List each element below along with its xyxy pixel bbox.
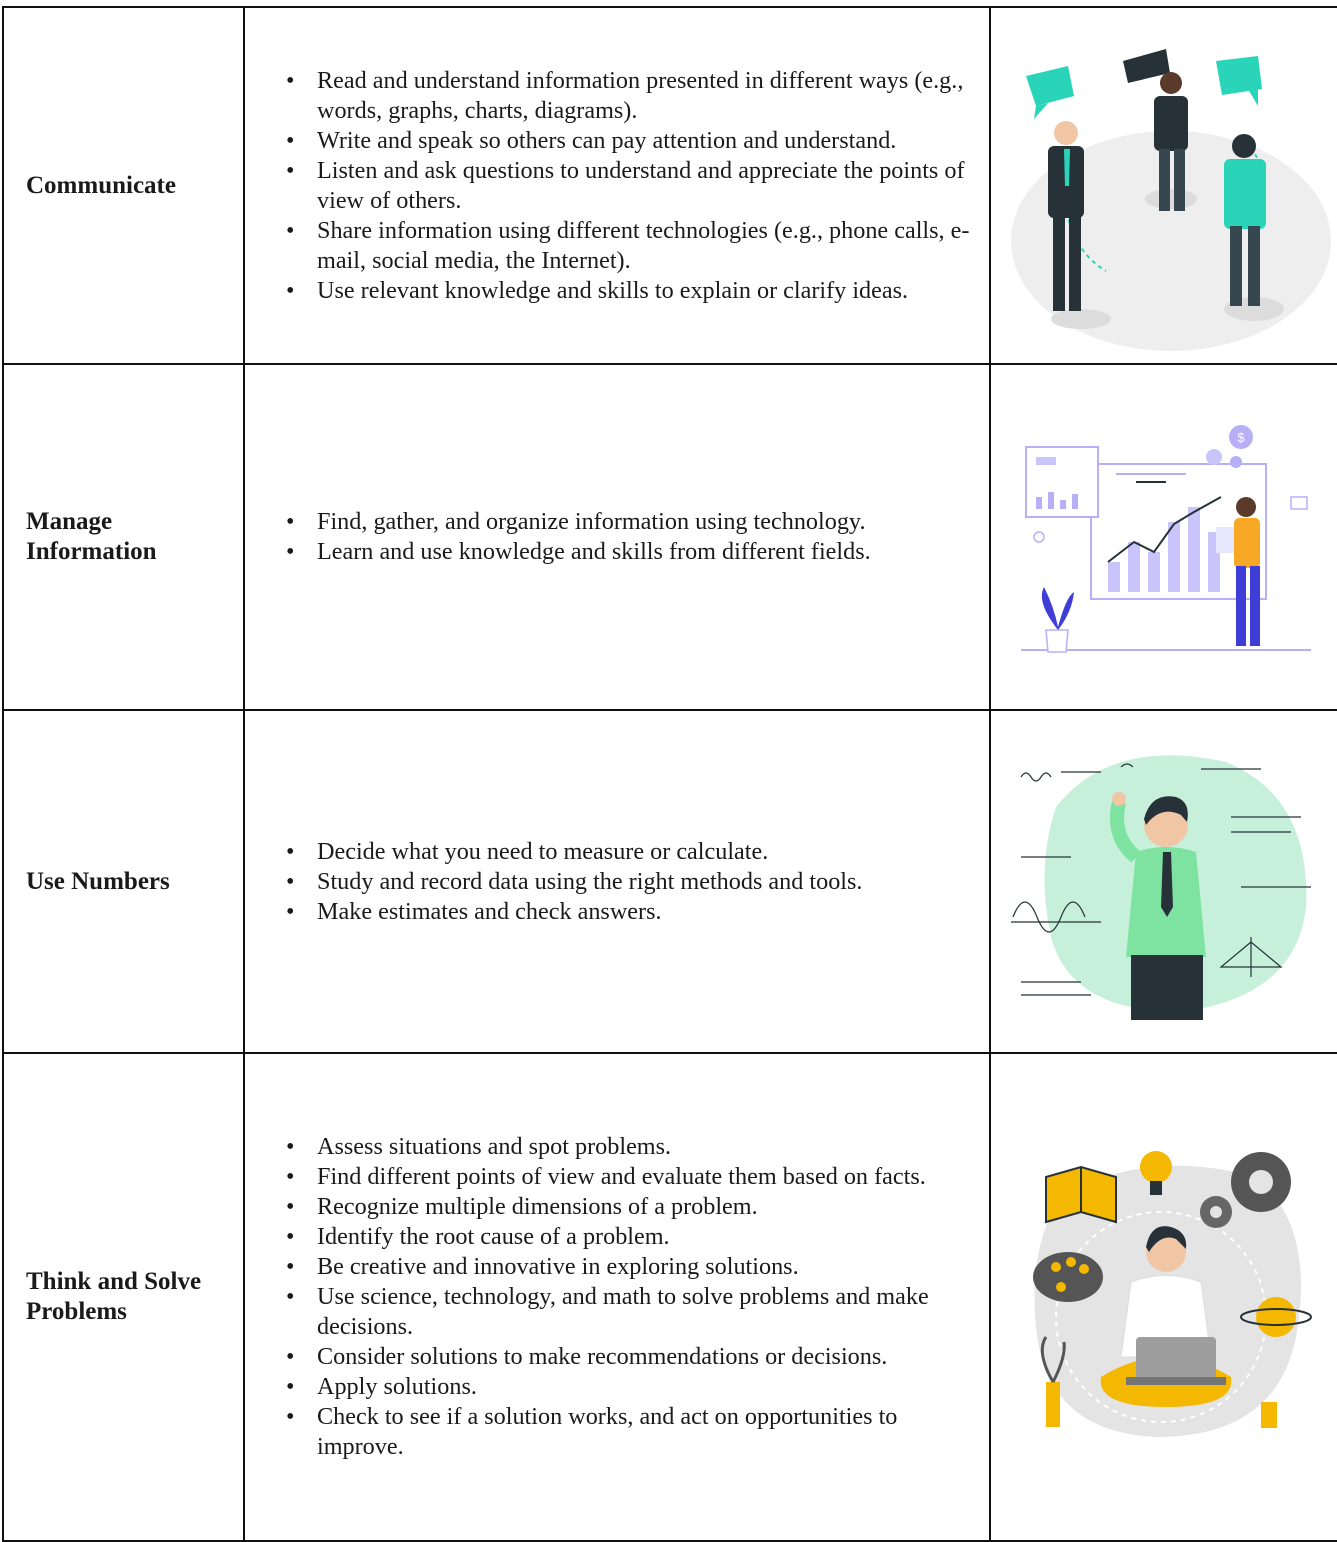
skill-name: Communicate (26, 171, 176, 199)
table-row: Use Numbers Decide what you need to meas… (2, 709, 1337, 1054)
list-item: Share information using different techno… (286, 216, 979, 276)
list-item: Check to see if a solution works, and ac… (286, 1402, 979, 1462)
list-item: Apply solutions. (286, 1372, 979, 1402)
list-item: Listen and ask questions to understand a… (286, 156, 979, 216)
table-row: Think and Solve Problems Assess situatio… (2, 1052, 1337, 1542)
list-item: Write and speak so others can pay attent… (286, 126, 979, 156)
svg-text:$: $ (1237, 430, 1245, 445)
list-item: Consider solutions to make recommendatio… (286, 1342, 979, 1372)
list-item: Use science, technology, and math to sol… (286, 1282, 979, 1342)
creative-thinking-illustration (1033, 1151, 1312, 1437)
list-item: Study and record data using the right me… (286, 867, 979, 897)
skill-name: Think and Solve Problems (26, 1268, 202, 1325)
list-item: Find different points of view and evalua… (286, 1162, 979, 1192)
skills-table: Communicate Read and understand informat… (2, 6, 1337, 1542)
bullet-list: Decide what you need to measure or calcu… (245, 837, 989, 927)
table-row: Manage Information Find, gather, and org… (2, 363, 1337, 711)
list-item: Learn and use knowledge and skills from … (286, 537, 979, 567)
list-item: Find, gather, and organize information u… (286, 507, 979, 537)
list-item: Decide what you need to measure or calcu… (286, 837, 979, 867)
list-item: Make estimates and check answers. (286, 897, 979, 927)
list-item: Be creative and innovative in exploring … (286, 1252, 979, 1282)
bullet-list: Find, gather, and organize information u… (245, 507, 989, 567)
data-chart-illustration: $ (1021, 425, 1311, 653)
people-talking-illustration (1011, 48, 1331, 351)
math-teacher-illustration (1011, 754, 1311, 1020)
table-row: Communicate Read and understand informat… (2, 6, 1337, 365)
bullet-list: Assess situations and spot problems. Fin… (245, 1132, 989, 1462)
list-item: Recognize multiple dimensions of a probl… (286, 1192, 979, 1222)
list-item: Identify the root cause of a problem. (286, 1222, 979, 1252)
list-item: Assess situations and spot problems. (286, 1132, 979, 1162)
skill-name: Use Numbers (26, 867, 170, 895)
list-item: Read and understand information presente… (286, 66, 979, 126)
skill-name: Manage Information (26, 508, 157, 565)
list-item: Use relevant knowledge and skills to exp… (286, 276, 979, 306)
bullet-list: Read and understand information presente… (245, 66, 989, 306)
